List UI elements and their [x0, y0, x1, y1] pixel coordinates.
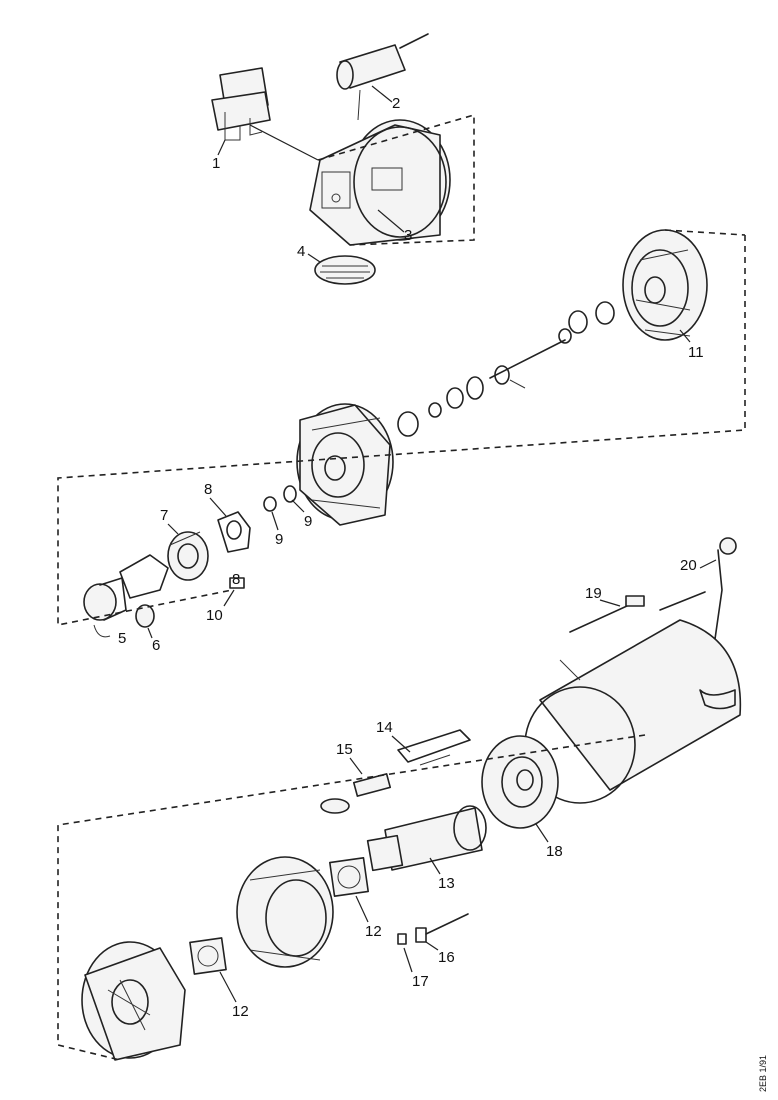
callout-6: 6	[152, 637, 160, 654]
part-pressure-plug	[229, 577, 245, 589]
callout-15: 15	[336, 741, 353, 758]
part-air-guide-cone	[236, 856, 334, 968]
callout-17: 17	[412, 973, 429, 990]
callout-1: 1	[212, 155, 220, 172]
part-motor-flange	[296, 403, 394, 526]
callout-14: 14	[376, 719, 393, 736]
callout-11: 11	[688, 344, 704, 361]
callout-12-right: 12	[365, 923, 382, 940]
callout-8-top: 8	[204, 481, 212, 498]
part-control-relay	[211, 67, 271, 141]
callout-13: 13	[438, 875, 455, 892]
callout-10: 10	[206, 607, 223, 624]
part-flame-cone	[481, 735, 559, 829]
part-fan-wheel	[622, 229, 708, 341]
part-small-plug	[397, 933, 407, 945]
part-oil-pump	[167, 531, 209, 581]
part-electrode-rod	[569, 591, 706, 633]
callout-16: 16	[438, 949, 455, 966]
part-solenoid-valve	[83, 577, 127, 638]
part-shaft-assembly	[489, 301, 615, 389]
callout-5: 5	[118, 630, 126, 647]
part-pump-bracket	[119, 554, 169, 599]
reference-code: 2EB 1/91	[758, 1055, 768, 1092]
group-boundary-top	[317, 113, 475, 246]
part-photocell-grille	[314, 255, 376, 285]
part-combustion-head	[366, 805, 487, 872]
callout-2: 2	[392, 95, 400, 112]
part-electrode-clip	[415, 913, 469, 943]
part-ignition-transformer	[336, 33, 429, 121]
callout-20: 20	[680, 557, 697, 574]
callout-12-left: 12	[232, 1003, 249, 1020]
part-washers	[397, 376, 484, 437]
part-gasket-lower	[189, 937, 227, 975]
callout-9-right: 9	[304, 513, 312, 530]
group-boundary-middle	[57, 229, 746, 626]
part-air-intake-cover	[81, 941, 186, 1061]
part-pump-gasket	[217, 511, 251, 553]
callout-3: 3	[404, 227, 412, 244]
callout-7: 7	[160, 507, 168, 524]
part-electrode-label-plate	[352, 773, 392, 797]
part-burner-housing-top	[309, 119, 451, 246]
part-gasket-upper	[328, 856, 370, 898]
part-coupling-washers	[263, 485, 297, 512]
callout-4: 4	[297, 243, 305, 260]
part-small-connector	[320, 798, 350, 814]
callout-19: 19	[585, 585, 602, 602]
part-nozzle-nut	[135, 604, 155, 628]
part-electrode-bracket	[397, 729, 471, 766]
callout-9-left: 9	[275, 531, 283, 548]
part-sight-tube	[711, 537, 737, 661]
callout-18: 18	[546, 843, 563, 860]
callout-8-bottom: 8	[232, 571, 240, 588]
part-blast-tube-housing	[524, 619, 742, 804]
